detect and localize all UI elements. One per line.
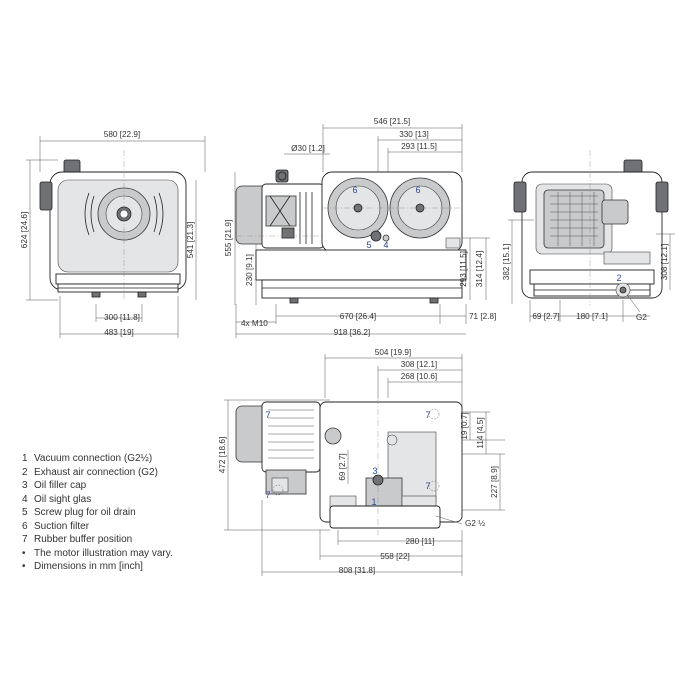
end-height-right-label: 308 [12.1] [660, 244, 669, 280]
legend-item: 6 Suction filter [22, 520, 222, 534]
callout-3: 3 [372, 466, 377, 476]
callout-7-bottom-left: 7 [265, 490, 270, 500]
callout-1: 1 [371, 497, 376, 507]
front-width-top-label: 580 [22.9] [104, 130, 140, 139]
legend-text: Dimensions in mm [inch] [34, 561, 143, 572]
front-view: 580 [22.9] 624 [24.6] 541 [21.3] [20, 130, 206, 338]
legend-item: 1 Vacuum connection (G2½) [22, 452, 222, 466]
legend-note: • Dimensions in mm [inch] [22, 560, 222, 574]
top-dim-114-label: 114 [4.5] [476, 417, 485, 448]
legend-text: Oil sight glas [34, 493, 92, 505]
legend-text: Suction filter [34, 520, 90, 532]
end-view: 2 382 [15.1] 308 [12.1] 69 [2.7] 180 [7.… [502, 150, 675, 322]
callout-7-top-right: 7 [425, 410, 430, 420]
end-height-left-label: 382 [15.1] [502, 244, 511, 280]
side-shaft-height-label: 230 [9.1] [245, 254, 254, 286]
top-dim-19-label: 19 [0.7] [460, 412, 469, 439]
front-height-right-label: 541 [21.3] [186, 222, 195, 258]
callout-2: 2 [616, 273, 621, 283]
side-inner-top-label: 330 [13] [399, 130, 429, 139]
legend: 1 Vacuum connection (G2½) 2 Exhaust air co… [22, 452, 222, 574]
legend-item: 4 Oil sight glas [22, 493, 222, 507]
legend-number: 1 [22, 453, 28, 464]
callout-6-left: 6 [352, 185, 357, 195]
top-dim-558-label: 558 [22] [380, 552, 410, 561]
legend-text: The motor illustration may vary. [34, 547, 173, 559]
side-foot-length-label: 670 [26.4] [340, 312, 376, 321]
top-height-left-label: 472 [18.6] [218, 437, 227, 473]
top-dim-808-label: 808 [31.8] [339, 566, 375, 575]
side-view: 546 [21.5] 330 [13] 293 [11.5] Ø30 [1.2]… [224, 117, 496, 338]
side-shaft-dia-label: Ø30 [1.2] [291, 144, 325, 153]
side-right-2-label: 314 [12.4] [475, 251, 484, 287]
top-dim-280-label: 280 [11] [406, 537, 435, 546]
side-overall-top-label: 546 [21.5] [374, 117, 410, 126]
legend-number: 6 [22, 520, 28, 532]
legend-text: Screw plug for oil drain [34, 507, 136, 518]
top-dim-504-label: 504 [19.9] [375, 348, 411, 357]
end-thread-label: G2 [636, 313, 647, 322]
legend-item: 3 Oil filler cap [22, 479, 222, 493]
callout-7-bottom-right: 7 [425, 481, 430, 491]
legend-text: Rubber buffer position [34, 534, 133, 545]
legend-number: 4 [22, 493, 28, 505]
side-end-offset-label: 71 [2.8] [469, 312, 496, 321]
side-offset-top-label: 293 [11.5] [401, 142, 437, 151]
legend-bullet: • [22, 547, 26, 559]
front-width-bottom-label: 483 [19] [104, 328, 134, 337]
callout-7-top-left: 7 [265, 410, 270, 420]
end-bottom-mid-label: 180 [7.1] [576, 312, 608, 321]
legend-number: 7 [22, 534, 28, 545]
side-right-1-label: 293 [11.5] [459, 251, 468, 287]
legend-item: 2 Exhaust air connection (G2) [22, 466, 222, 480]
top-thread-label: G2 ½ [465, 519, 485, 528]
callout-4: 4 [383, 240, 388, 250]
top-view: 504 [19.9] 308 [12.1] 268 [10.6] 472 [18… [218, 348, 505, 576]
top-dim-227-label: 227 [8.9] [490, 466, 499, 498]
legend-text: Exhaust air connection (G2) [34, 466, 158, 478]
top-dim-308-label: 308 [12.1] [401, 360, 437, 369]
legend-item: 5 Screw plug for oil drain [22, 506, 222, 520]
legend-text: Vacuum connection (G2½) [34, 453, 153, 464]
legend-text: Oil filler cap [34, 480, 87, 491]
callout-6-right: 6 [415, 185, 420, 195]
front-foot-spacing-label: 300 [11.8] [104, 313, 140, 322]
callout-5: 5 [366, 240, 371, 250]
end-bottom-left-label: 69 [2.7] [532, 312, 559, 321]
side-overall-length-label: 918 [36.2] [334, 328, 370, 337]
side-holes-label: 4x M10 [241, 319, 268, 328]
front-height-label: 624 [24.6] [20, 212, 29, 248]
legend-note: • The motor illustration may vary. [22, 547, 222, 561]
top-dim-268-label: 268 [10.6] [401, 372, 437, 381]
legend-bullet: • [22, 561, 26, 572]
side-height-left-label: 555 [21.9] [224, 220, 233, 256]
legend-item: 7 Rubber buffer position [22, 533, 222, 547]
top-dim-69-label: 69 [2.7] [338, 453, 347, 480]
legend-number: 2 [22, 466, 28, 478]
legend-number: 5 [22, 507, 28, 518]
legend-number: 3 [22, 480, 28, 491]
